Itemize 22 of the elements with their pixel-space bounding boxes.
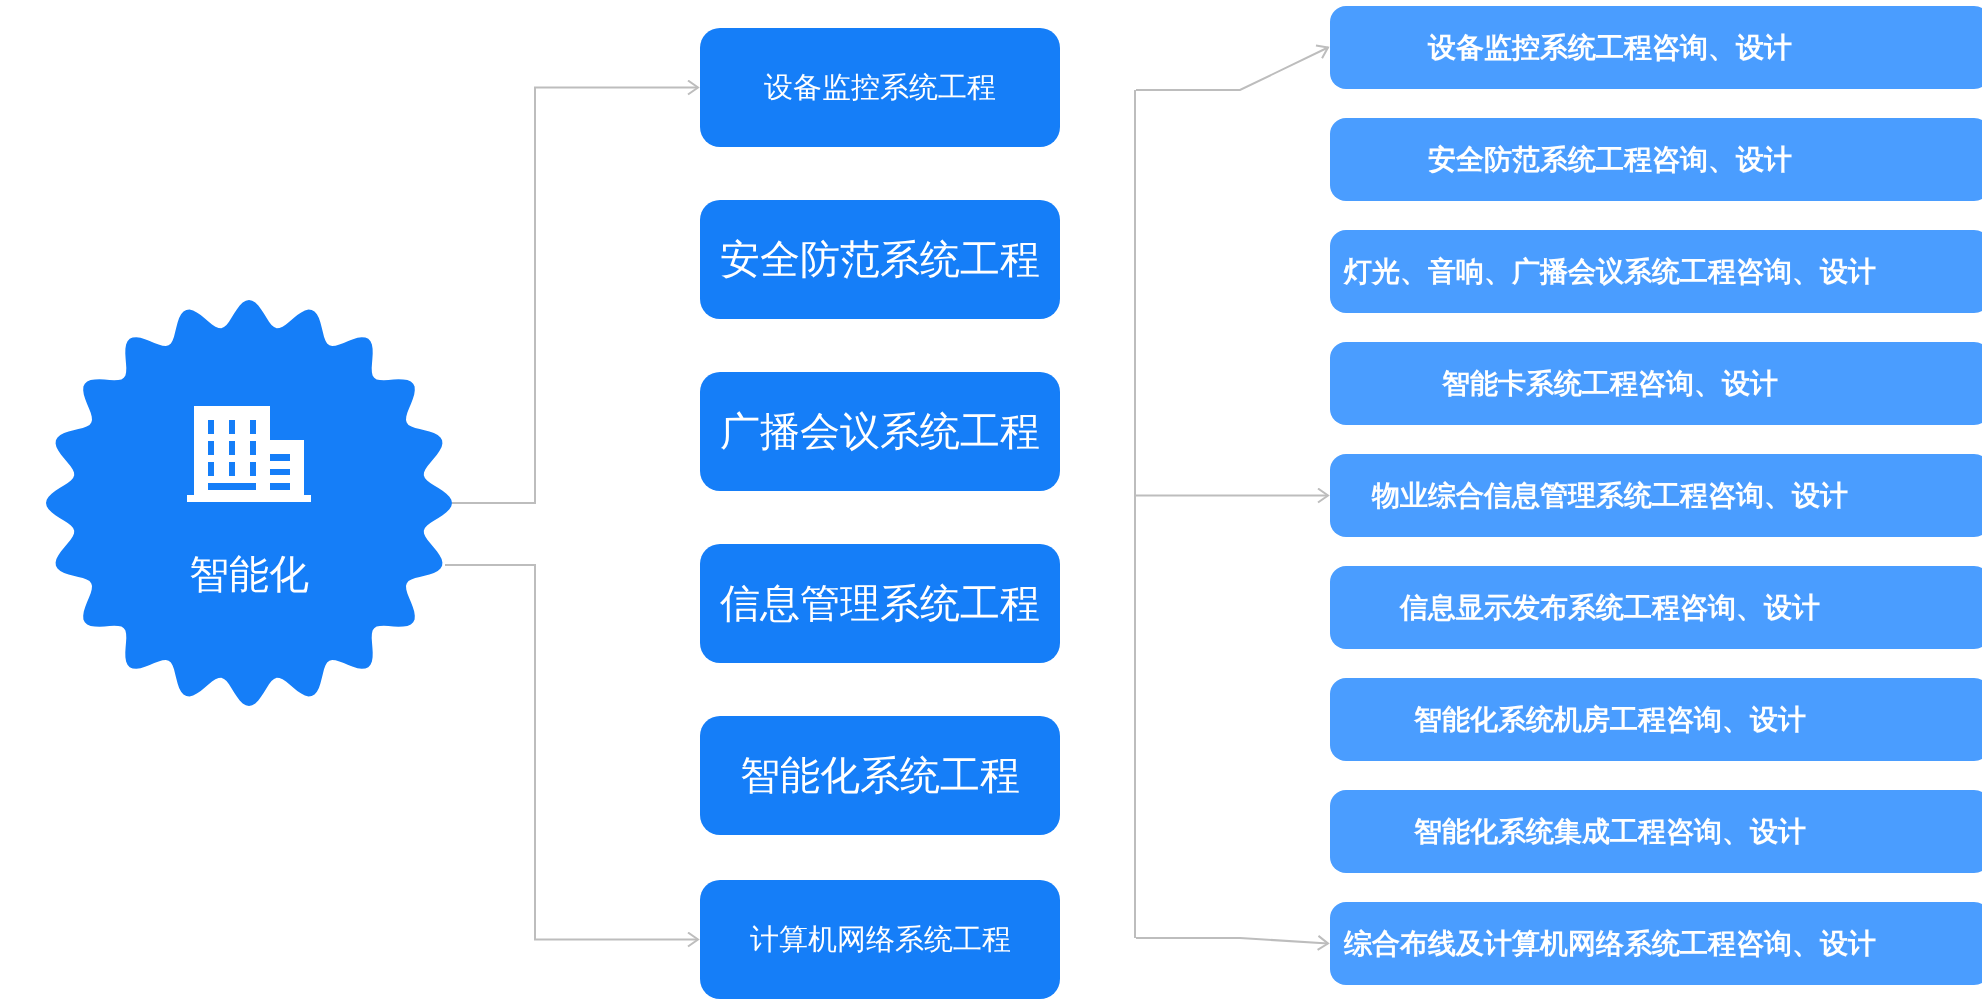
process-box: 信息管理系统工程 <box>700 544 1060 663</box>
arrow <box>1135 487 1329 504</box>
process-box: 设备监控系统工程咨询、设计 <box>1330 6 1982 89</box>
process-box: 综合布线及计算机网络系统工程咨询、设计 <box>1330 902 1982 985</box>
badge-label: 智能化 <box>188 550 310 598</box>
process-box: 计算机网络系统工程 <box>700 880 1060 999</box>
process-box: 灯光、音响、广播会议系统工程咨询、设计 <box>1330 230 1982 313</box>
arrow <box>451 79 699 504</box>
process-box: 智能化系统机房工程咨询、设计 <box>1330 678 1982 761</box>
process-box: 物业综合信息管理系统工程咨询、设计 <box>1330 454 1982 537</box>
process-box: 设备监控系统工程 <box>700 28 1060 147</box>
process-box: 智能化系统工程 <box>700 716 1060 835</box>
badge-shape <box>44 298 454 708</box>
arrow <box>444 564 699 948</box>
process-box: 安全防范系统工程 <box>700 200 1060 319</box>
arrow <box>1135 44 1329 91</box>
process-box: 安全防范系统工程咨询、设计 <box>1330 118 1982 201</box>
process-box: 智能卡系统工程咨询、设计 <box>1330 342 1982 425</box>
process-box: 广播会议系统工程 <box>700 372 1060 491</box>
process-box: 信息显示发布系统工程咨询、设计 <box>1330 566 1982 649</box>
arrow <box>1135 934 1329 951</box>
process-box: 智能化系统集成工程咨询、设计 <box>1330 790 1982 873</box>
